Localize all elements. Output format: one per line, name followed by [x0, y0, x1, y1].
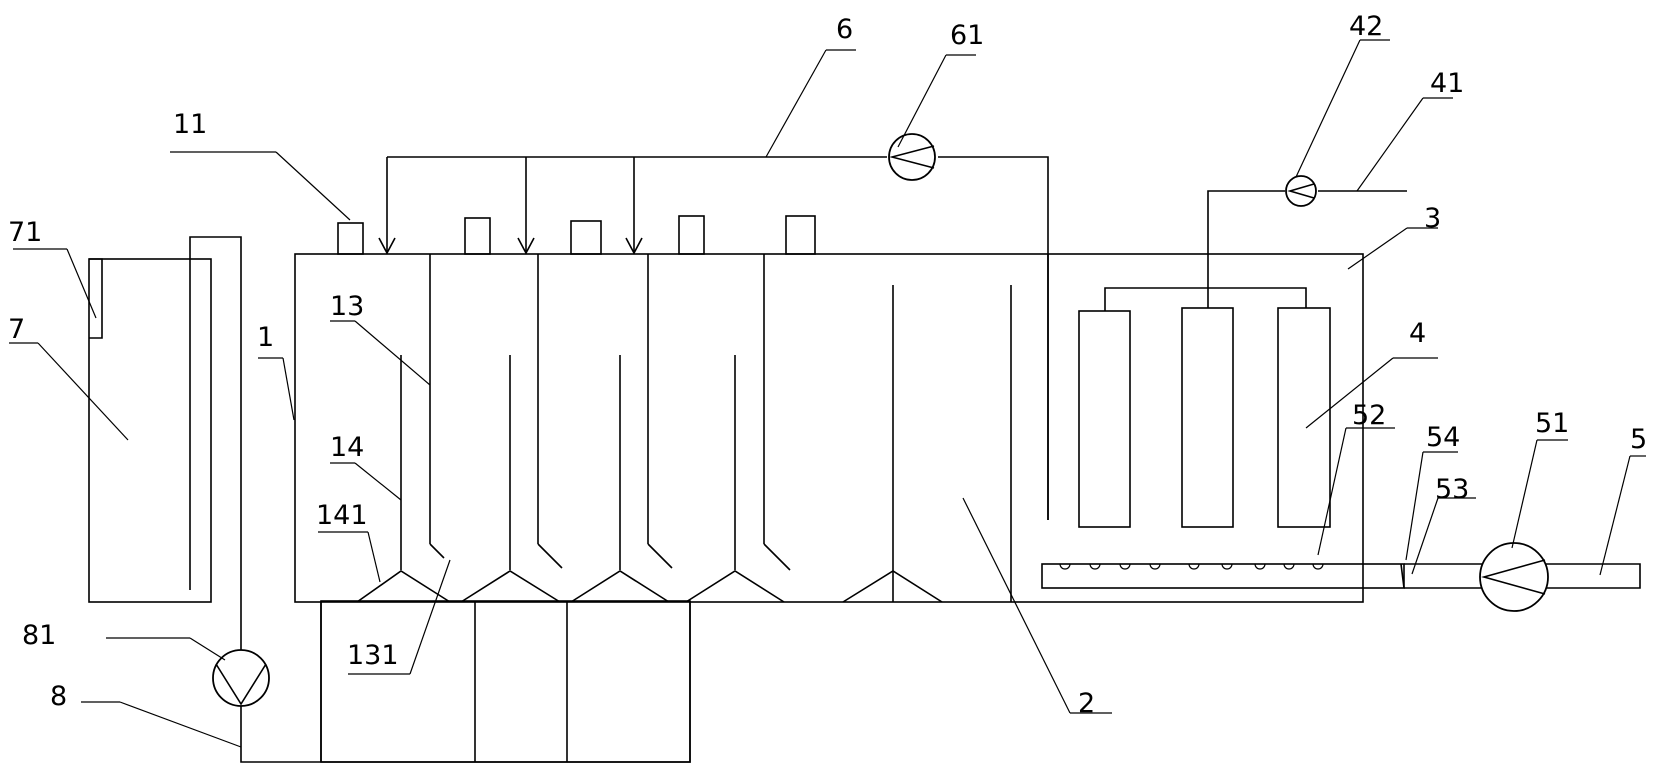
- label-131: 131: [347, 640, 399, 671]
- label-3: 3: [1424, 203, 1441, 234]
- label-11: 11: [173, 109, 207, 140]
- tank-7: [88, 258, 212, 603]
- main-basin: [294, 253, 1364, 603]
- leader-lines: [9, 39, 1646, 748]
- pump-81-icon: [212, 649, 270, 707]
- label-14: 14: [330, 432, 364, 463]
- label-5: 5: [1630, 424, 1647, 455]
- label-54: 54: [1426, 422, 1460, 453]
- basin-outline: [294, 253, 1364, 603]
- label-4: 4: [1409, 318, 1426, 349]
- label-13: 13: [330, 291, 364, 322]
- hopper-141: [356, 570, 451, 603]
- sludge-collector: [320, 600, 691, 763]
- recirc-pipe-6: [378, 156, 1049, 520]
- label-8: 8: [50, 681, 67, 712]
- pump-61-icon: [888, 133, 936, 181]
- label-61: 61: [950, 20, 984, 51]
- return-pipe-8: [189, 236, 691, 763]
- label-141: 141: [316, 500, 368, 531]
- top-nozzles-11: [337, 215, 816, 255]
- blower-51-icon: [1479, 542, 1549, 612]
- suction-pipe-41: [1207, 190, 1407, 308]
- label-71: 71: [8, 217, 42, 248]
- label-1: 1: [257, 322, 274, 353]
- label-81: 81: [22, 620, 56, 651]
- labels: 71 7 11 1 13 14 141 131 81 8 6 61 42 41 …: [8, 11, 1647, 719]
- label-52: 52: [1352, 400, 1386, 431]
- overflow-71: [89, 258, 103, 339]
- label-53: 53: [1435, 474, 1469, 505]
- label-41: 41: [1430, 68, 1464, 99]
- label-7: 7: [8, 314, 25, 345]
- label-6: 6: [836, 14, 853, 45]
- label-42: 42: [1349, 11, 1383, 42]
- label-51: 51: [1535, 408, 1569, 439]
- aeration-pipe-52: [1041, 563, 1405, 589]
- pump-42-icon: [1285, 175, 1317, 207]
- tank-7-body: [88, 258, 212, 603]
- label-2: 2: [1078, 688, 1095, 719]
- membrane-modules-4: [1078, 287, 1331, 528]
